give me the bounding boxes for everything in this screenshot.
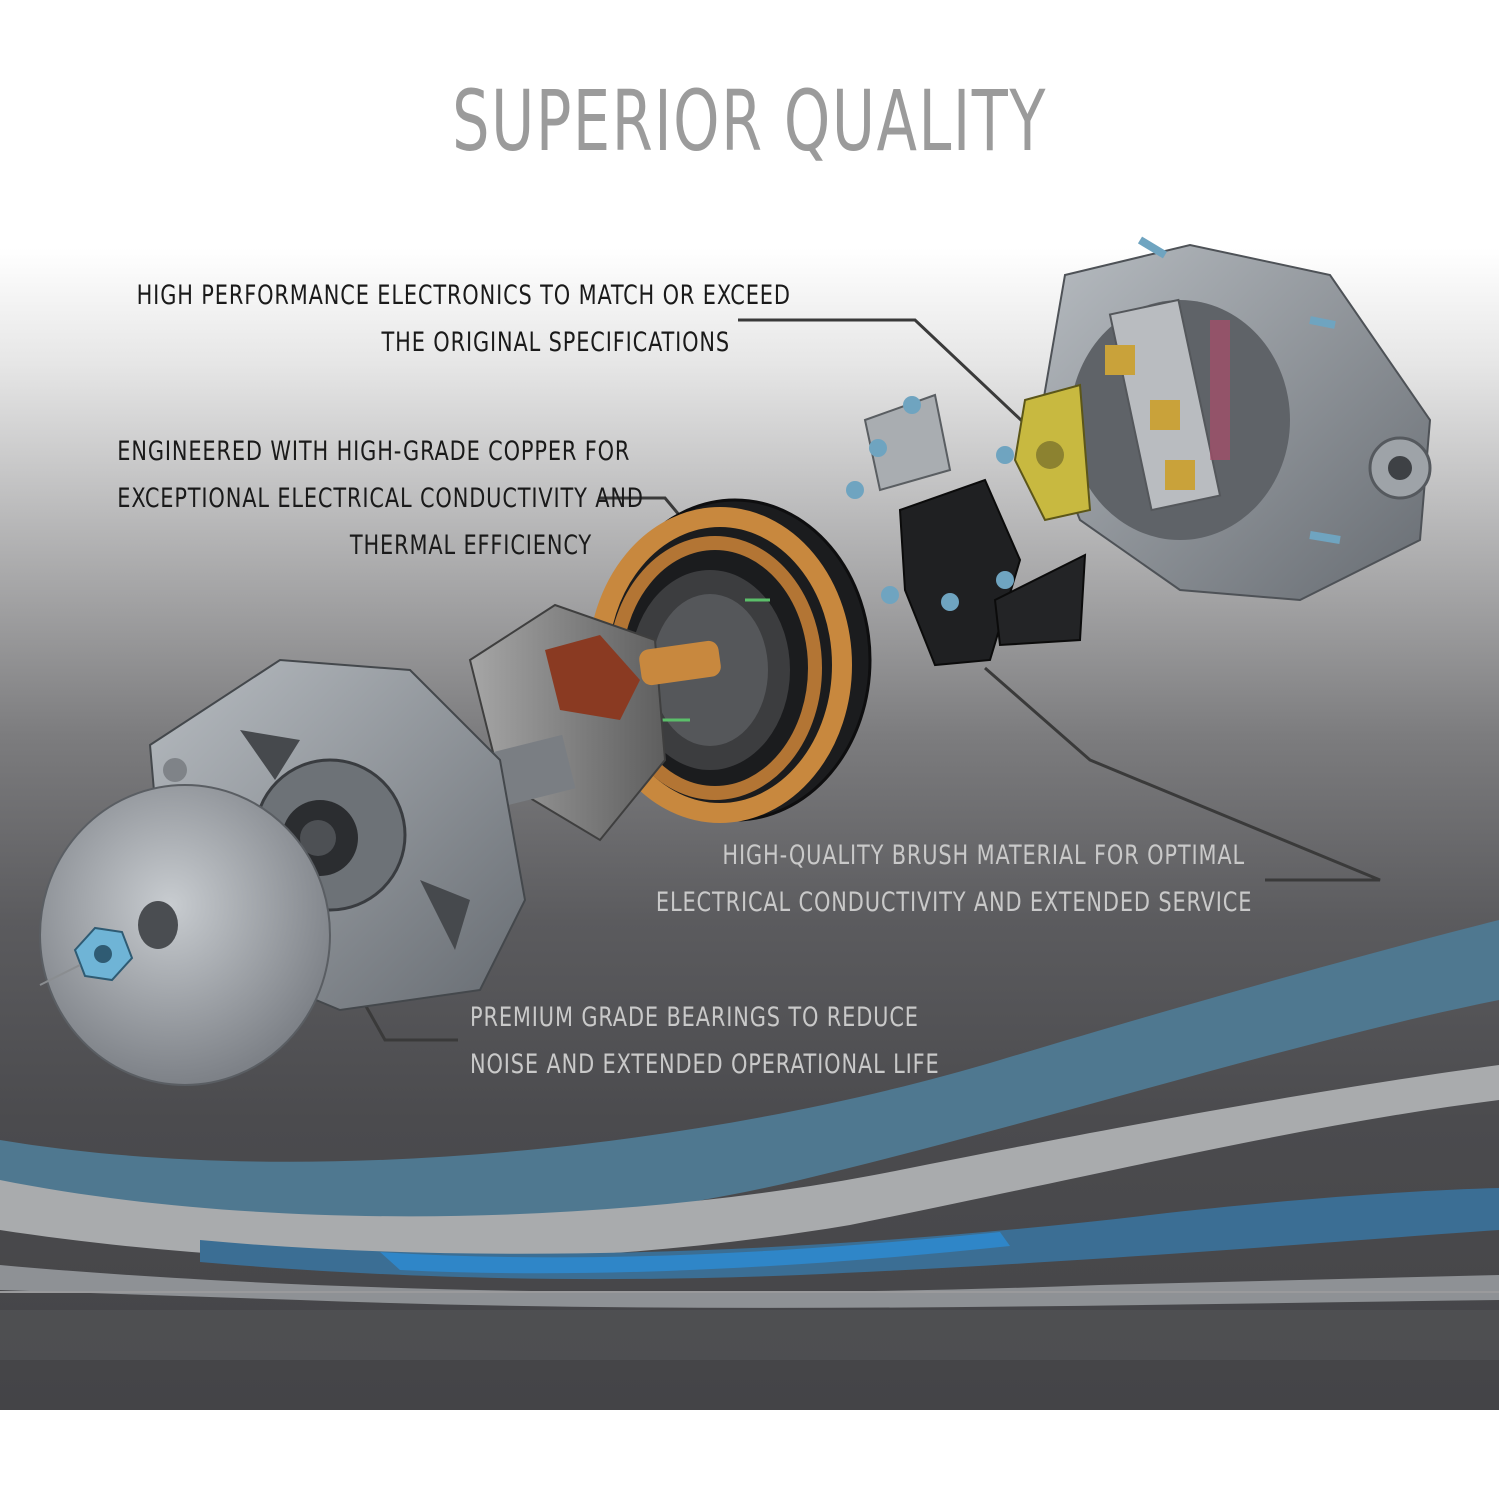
electronics-line-1: HIGH PERFORMANCE ELECTRONICS TO MATCH OR… [136, 280, 791, 311]
pulley-nut [39, 926, 134, 986]
bearings-callout: PREMIUM GRADE BEARINGS TO REDUCE NOISE A… [470, 994, 952, 1088]
brush-callout: HIGH-QUALITY BRUSH MATERIAL FOR OPTIMAL … [655, 832, 1253, 926]
pulley-disc [39, 784, 331, 1086]
electronics-callout: HIGH PERFORMANCE ELECTRONICS TO MATCH OR… [136, 272, 791, 366]
bearings-line-2: NOISE AND EXTENDED OPERATIONAL LIFE [470, 1049, 940, 1080]
copper-line-2: EXCEPTIONAL ELECTRICAL CONDUCTIVITY AND [117, 483, 644, 514]
rear-housing [1038, 236, 1432, 602]
page-title: SUPERIOR QUALITY [452, 72, 1047, 170]
copper-callout: ENGINEERED WITH HIGH-GRADE COPPER FOR EX… [117, 428, 644, 569]
brush-line-2: ELECTRICAL CONDUCTIVITY AND EXTENDED SER… [655, 887, 1253, 918]
brush-holder [881, 478, 1087, 667]
electronics-leader [738, 318, 1042, 440]
swoosh-graphics [0, 920, 1499, 1360]
voltage-regulator [1013, 383, 1092, 522]
copper-line-3: THERMAL EFFICIENCY [349, 530, 592, 561]
rectifier-heatsinks [1105, 298, 1230, 512]
copper-line-1: ENGINEERED WITH HIGH-GRADE COPPER FOR [117, 436, 631, 467]
brush-line-1: HIGH-QUALITY BRUSH MATERIAL FOR OPTIMAL [722, 840, 1245, 871]
electronics-line-2: THE ORIGINAL SPECIFICATIONS [381, 327, 730, 358]
terminal-bracket [846, 393, 1014, 499]
brush-leader [984, 666, 1381, 882]
bearings-line-1: PREMIUM GRADE BEARINGS TO REDUCE [470, 1002, 919, 1033]
